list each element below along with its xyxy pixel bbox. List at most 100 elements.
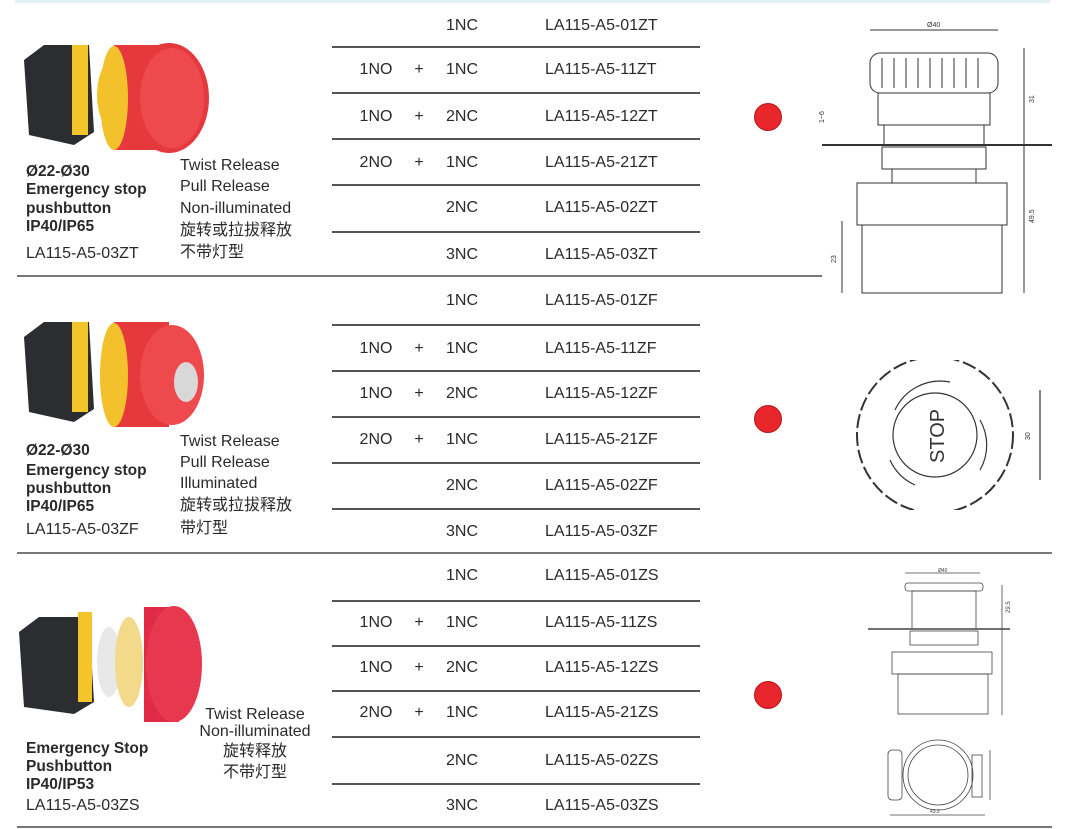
contact-nc: 2NC: [445, 659, 479, 676]
contact-nc: 2NC: [445, 108, 479, 125]
plus-sign: +: [414, 61, 424, 78]
section2-desc: Illuminated: [180, 475, 258, 492]
contact-nc: 1NC: [445, 431, 479, 448]
model-number: LA115-A5-03ZT: [545, 246, 658, 263]
contact-no: 1NO: [359, 340, 393, 357]
table-row-divider: [332, 508, 700, 510]
section2-model: LA115-A5-03ZF: [26, 521, 139, 538]
table-row-divider: [332, 690, 700, 692]
dimension-drawing-side-front: Ø40 29.5 43.2: [868, 568, 1012, 816]
contact-no: 1NO: [359, 614, 393, 631]
model-number: LA115-A5-21ZS: [545, 704, 659, 721]
contact-nc: 2NC: [445, 199, 479, 216]
table-row-divider: [332, 645, 700, 647]
section-separator: [17, 826, 1052, 828]
product-photo-twist-pull: [24, 43, 209, 153]
svg-text:49.5: 49.5: [1029, 209, 1036, 223]
svg-text:Ø40: Ø40: [927, 22, 940, 29]
section-separator: [17, 552, 1052, 554]
model-number: LA115-A5-21ZF: [545, 431, 658, 448]
plus-sign: +: [414, 614, 424, 631]
section1-desc: Pull Release: [180, 178, 270, 195]
svg-text:23: 23: [831, 255, 838, 263]
section1-title-line: IP40/IP65: [26, 218, 95, 235]
section2-desc: 旋转或拉拔释放: [180, 497, 293, 514]
table-row-divider: [332, 92, 700, 94]
contact-nc: 1NC: [445, 567, 479, 584]
section1-desc: 旋转或拉拔释放: [180, 222, 293, 239]
table-row-divider: [332, 324, 700, 326]
table-row-divider: [332, 736, 700, 738]
section3-title-line: Emergency Stop: [26, 740, 149, 757]
plus-sign: +: [414, 704, 424, 721]
section1-desc: 不带灯型: [180, 244, 245, 261]
plus-sign: +: [414, 108, 424, 125]
model-number: LA115-A5-11ZF: [545, 340, 657, 357]
dimension-drawing-side: Ø40 31 49.5 23 1~6: [819, 22, 1052, 294]
model-number: LA115-A5-02ZT: [545, 199, 658, 216]
section1-title-line: Emergency stop: [26, 181, 147, 198]
table-row-divider: [332, 416, 700, 418]
contact-nc: 1NC: [445, 61, 479, 78]
section3-desc: Twist Release: [205, 706, 305, 723]
model-number: LA115-A5-03ZS: [545, 797, 659, 814]
section3-desc: 旋转释放: [222, 743, 288, 760]
section3-desc: Non-illuminated: [199, 723, 311, 740]
red-color-dot: [754, 103, 782, 131]
model-number: LA115-A5-12ZT: [545, 108, 658, 125]
section1-title-line: pushbutton: [26, 200, 112, 217]
contact-nc: 2NC: [445, 477, 479, 494]
section2-title-line: Emergency stop: [26, 462, 147, 479]
contact-nc: 1NC: [445, 614, 479, 631]
table-row-divider: [332, 462, 700, 464]
model-number: LA115-A5-11ZT: [545, 61, 657, 78]
table-row-divider: [332, 184, 700, 186]
svg-text:43.2: 43.2: [930, 809, 940, 815]
dimension-label-height: 29.5: [1006, 601, 1012, 613]
product-photo-illuminated: [24, 322, 204, 427]
section2-desc: Pull Release: [180, 454, 270, 471]
product-photo-twist-release: [19, 606, 202, 722]
plus-sign: +: [414, 385, 424, 402]
section3-title-line: Pushbutton: [26, 758, 113, 775]
plus-sign: +: [414, 340, 424, 357]
contact-no: 2NO: [359, 704, 393, 721]
section1-desc: Twist Release: [180, 157, 280, 174]
model-number: LA115-A5-01ZT: [545, 17, 658, 34]
table-row-divider: [332, 231, 700, 233]
contact-nc: 1NC: [445, 17, 479, 34]
plus-sign: +: [414, 154, 424, 171]
contact-nc: 3NC: [445, 523, 479, 540]
section1-desc: Non-illuminated: [180, 200, 292, 217]
contact-no: 2NO: [359, 154, 393, 171]
contact-nc: 2NC: [445, 385, 479, 402]
model-number: LA115-A5-21ZT: [545, 154, 658, 171]
section2-title-line: pushbutton: [26, 480, 112, 497]
table-row-divider: [332, 46, 700, 48]
section1-model: LA115-A5-03ZT: [26, 245, 139, 262]
contact-nc: 3NC: [445, 246, 479, 263]
model-number: LA115-A5-12ZS: [545, 659, 659, 676]
svg-text:1~6: 1~6: [819, 111, 826, 123]
section3-model: LA115-A5-03ZS: [26, 797, 140, 814]
svg-text:Ø40: Ø40: [938, 568, 948, 574]
model-number: LA115-A5-11ZS: [545, 614, 658, 631]
table-row-divider: [332, 370, 700, 372]
model-number: LA115-A5-02ZS: [545, 752, 659, 769]
section3-desc: 不带灯型: [222, 764, 288, 781]
section-separator: [17, 275, 822, 277]
dimension-drawing-front: STOP 30: [856, 360, 1041, 510]
contact-nc: 3NC: [445, 797, 479, 814]
section2-title-line: Ø22-Ø30: [26, 442, 90, 459]
contact-no: 1NO: [359, 385, 393, 402]
top-rule: [15, 0, 1050, 3]
contact-nc: 1NC: [445, 340, 479, 357]
plus-sign: +: [414, 431, 424, 448]
section1-title-line: Ø22-Ø30: [26, 163, 90, 180]
red-color-dot: [754, 405, 782, 433]
contact-nc: 1NC: [445, 292, 479, 309]
svg-text:30: 30: [1025, 432, 1032, 440]
table-row-divider: [332, 783, 700, 785]
stop-label: STOP: [927, 409, 949, 463]
